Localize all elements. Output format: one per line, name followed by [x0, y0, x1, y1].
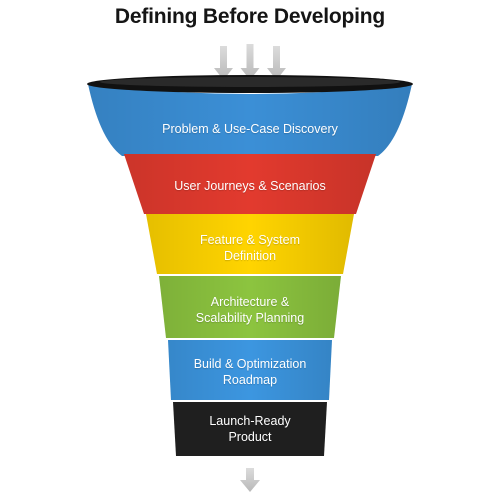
input-arrow-icon: [267, 46, 286, 80]
stage-6-band: [173, 402, 327, 456]
stage-3-label-line-1: Feature & System: [199, 233, 301, 247]
input-arrow-icon: [214, 46, 233, 80]
input-arrow-icon: [240, 44, 260, 80]
stage-2-label-line: User Journeys & Scenarios: [174, 179, 326, 193]
stage-5-label: Build & Optimization Roadmap: [120, 356, 380, 388]
stage-2-label: User Journeys & Scenarios: [120, 178, 380, 194]
stage-5-label-line-1: Build & Optimization: [193, 357, 307, 371]
input-arrows: [214, 44, 286, 80]
stage-4-label-line-1: Architecture &: [210, 295, 290, 309]
stage-3-label: Feature & System Definition: [120, 232, 380, 264]
stage-5-label-line-2: Roadmap: [222, 373, 278, 387]
stage-1-label-line: Problem & Use-Case Discovery: [162, 122, 338, 136]
stage-4-label: Architecture & Scalability Planning: [120, 294, 380, 326]
stage-6-label-line-2: Product: [228, 430, 272, 444]
output-arrow-icon: [240, 468, 260, 492]
stage-4-label-line-2: Scalability Planning: [195, 311, 305, 325]
stage-3-label-line-2: Definition: [223, 249, 277, 263]
stage-6-label: Launch-Ready Product: [120, 413, 380, 445]
stage-1-label: Problem & Use-Case Discovery: [120, 121, 380, 137]
diagram-title: Defining Before Developing: [114, 5, 386, 28]
stage-6-label-line-1: Launch-Ready: [209, 414, 291, 428]
